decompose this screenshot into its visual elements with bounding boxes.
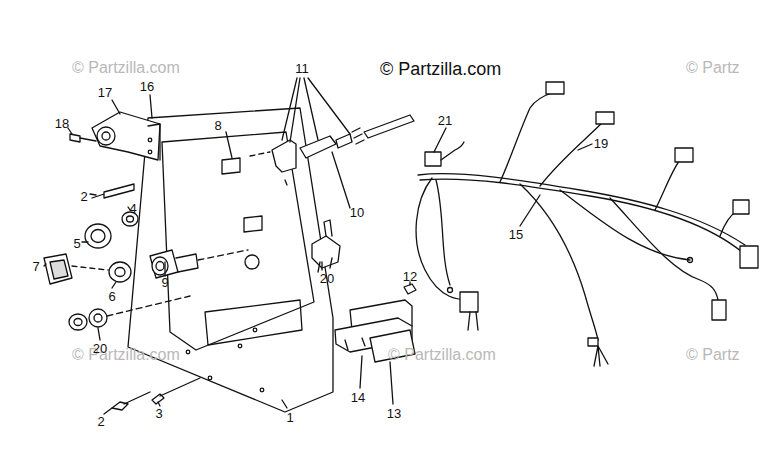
callout-number: 6 (108, 290, 115, 303)
callout-number: 2 (97, 415, 104, 428)
watermark: © Partzilla.com (380, 60, 501, 78)
callout-number: 19 (594, 137, 608, 150)
callout-number: 5 (73, 237, 80, 250)
callout-number: 10 (350, 206, 364, 219)
callout-number: 13 (387, 407, 401, 420)
callout-number: 2 (80, 190, 87, 203)
callout-number: 18 (55, 117, 69, 130)
callout-number: 7 (32, 260, 39, 273)
watermark: © Partzilla.com (72, 60, 180, 76)
callout-number: 4 (129, 202, 136, 215)
callout-number: 16 (140, 80, 154, 93)
callout-number: 1 (286, 411, 293, 424)
callout-number: 20 (93, 342, 107, 355)
callout-number: 12 (403, 270, 417, 283)
callout-number: 9 (161, 276, 168, 289)
callout-number: 3 (155, 407, 162, 420)
callout-number: 8 (214, 119, 221, 132)
callout-number: 21 (438, 114, 452, 127)
watermark: © Partz (686, 60, 740, 76)
callout-number: 20 (320, 272, 334, 285)
callout-number: 15 (509, 228, 523, 241)
watermark: © Partzilla.com (388, 347, 496, 363)
watermark: © Partz (686, 347, 740, 363)
watermark: © Partzilla.com (72, 347, 180, 363)
callout-number: 11 (295, 62, 309, 75)
callout-number: 17 (98, 86, 112, 99)
callout-number: 14 (351, 391, 365, 404)
